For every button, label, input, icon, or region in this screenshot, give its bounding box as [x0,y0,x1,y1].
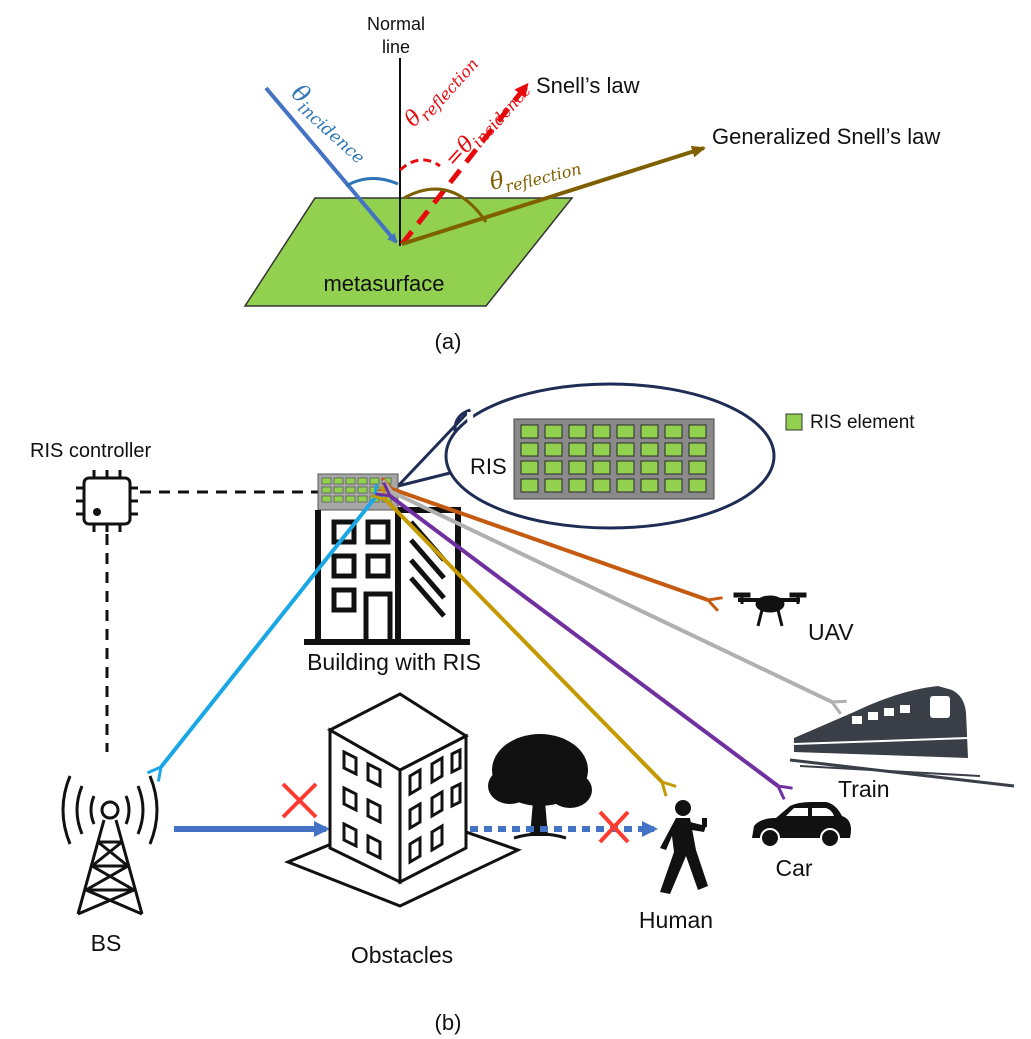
ris-element-legend-swatch [785,413,803,431]
bs-label: BS [91,930,122,956]
generalized-reflection-arc [403,187,488,223]
normal-line-label: Normal [367,14,425,34]
blocked-cross-icon-2 [598,810,630,844]
blocked-cross-icon [281,782,318,819]
car-icon [752,802,851,848]
theta-reflection-red-label: θreflection [400,48,482,135]
metasurface-plane [243,197,574,307]
normal-line-label-2: line [382,37,410,57]
incident-ray [264,86,398,244]
metasurface-label: metasurface [323,271,444,296]
snell-reflection-arc [398,158,441,172]
incidence-angle-arc [345,177,399,188]
ris-bs-link [161,499,374,767]
caption-b: (b) [435,1010,462,1035]
human-label: Human [639,907,713,933]
ris-bubble: RIS [393,382,776,530]
chip-icon [76,470,138,532]
human-icon [660,800,708,894]
generalized-snells-law-label: Generalized Snell’s law [712,124,940,149]
snells-law-label: Snell’s law [536,73,640,98]
generalized-reflection-ray [401,145,706,246]
tree-icon [488,734,592,840]
ris-car-link [390,496,778,786]
building-with-ris-label: Building with RIS [307,649,481,675]
ris-element-legend-label: RIS element [810,412,915,433]
caption-a: (a) [435,329,462,354]
uav-label: UAV [808,619,854,645]
uav-icon [733,592,807,627]
obstacles-label: Obstacles [351,942,453,968]
bs-tower-icon [61,775,159,916]
obstacle-building-icon [284,692,522,908]
car-label: Car [775,855,812,881]
snell-reflection-ray [400,82,529,246]
ris-panel-grid [513,418,715,500]
ris-bubble-label: RIS [470,454,507,479]
panel-a: Normal line θincidence θreflection =θinc… [243,14,940,354]
train-icon [789,686,1015,788]
train-label: Train [838,776,890,802]
panel-b: RIS element RIS controller RIS [30,382,1015,1035]
ris-controller-label: RIS controller [30,440,151,462]
